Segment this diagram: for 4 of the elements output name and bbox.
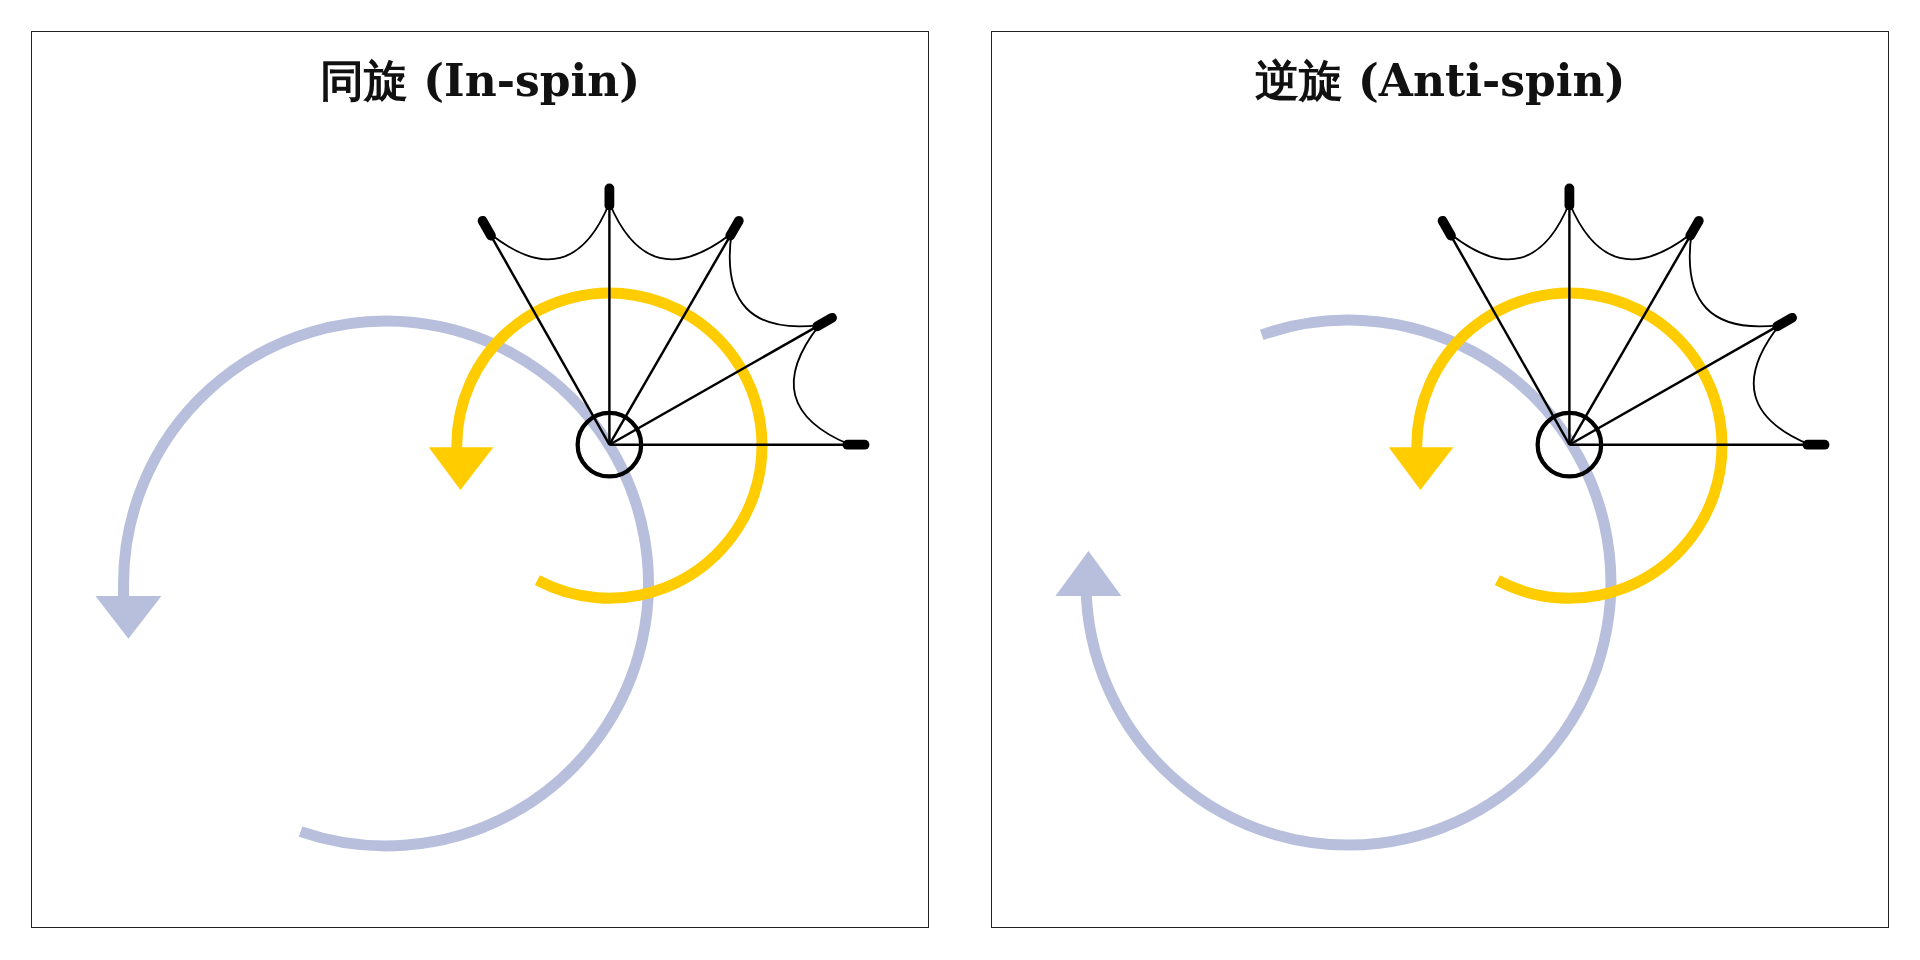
panel-title: 逆旋 (Anti-spin): [1254, 54, 1626, 108]
panel-title: 同旋 (In-spin): [320, 54, 640, 108]
panel: [991, 31, 1889, 928]
panel: [31, 31, 929, 928]
